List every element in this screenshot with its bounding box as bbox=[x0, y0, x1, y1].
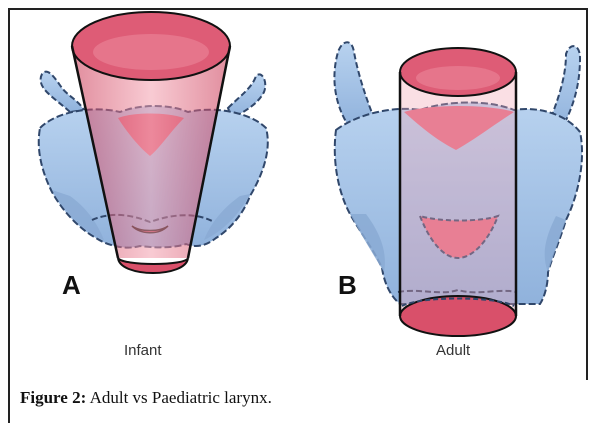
panel-sublabel-adult: Adult bbox=[436, 342, 470, 359]
caption-prefix: Figure 2: bbox=[20, 388, 86, 407]
panel-label-b: B bbox=[338, 270, 357, 301]
panel-sublabel-infant: Infant bbox=[124, 342, 162, 359]
infant-airway-bottom bbox=[118, 258, 188, 273]
infant-superior-horn-right bbox=[228, 74, 265, 118]
caption-text: Adult vs Paediatric larynx. bbox=[86, 388, 272, 407]
figure-caption: Figure 2: Adult vs Paediatric larynx. bbox=[20, 388, 272, 408]
adult-larynx bbox=[334, 42, 582, 336]
infant-larynx bbox=[39, 12, 268, 273]
adult-airway-cylinder bbox=[400, 72, 516, 316]
infant-superior-horn-left bbox=[41, 72, 84, 112]
panel-label-a: A bbox=[62, 270, 81, 301]
